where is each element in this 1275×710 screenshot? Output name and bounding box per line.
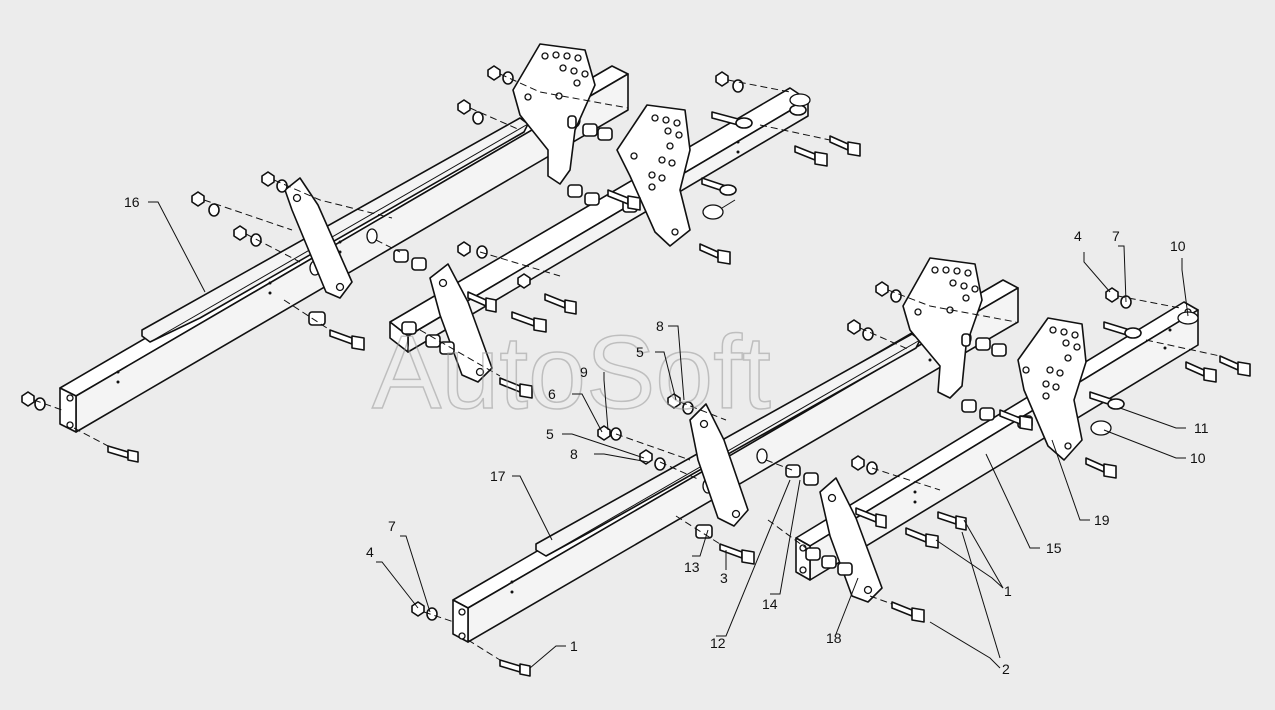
upper-left-hitch-plate <box>512 43 596 185</box>
callout-10-bottom: 10 <box>1190 450 1206 466</box>
callout-13: 13 <box>684 559 700 575</box>
beam-16 <box>59 65 629 433</box>
upper-nuts-washers <box>21 65 744 411</box>
callout-4-left: 4 <box>366 544 374 560</box>
watermark-text: AutoSoft <box>372 315 771 431</box>
callout-5-bottom: 5 <box>546 426 554 442</box>
upper-assembly-lines <box>33 73 831 447</box>
callout-9: 9 <box>580 364 588 380</box>
callout-15: 15 <box>1046 540 1062 556</box>
upper-left-bracket <box>284 177 353 299</box>
callout-14: 14 <box>762 596 778 612</box>
callout-2: 2 <box>1002 661 1010 677</box>
callout-7-left: 7 <box>388 518 396 534</box>
callout-labels: 16 17 15 18 19 14 13 12 3 11 10 10 9 8 8… <box>124 194 1209 677</box>
callout-12: 12 <box>710 635 726 651</box>
hitch-plate-19 <box>1017 317 1087 461</box>
bracket-18 <box>819 477 883 603</box>
callout-19: 19 <box>1094 512 1110 528</box>
beam-15 <box>795 301 1199 581</box>
leader-lines <box>148 201 1189 669</box>
callout-18: 18 <box>826 630 842 646</box>
callout-7-right: 7 <box>1112 228 1120 244</box>
callout-11: 11 <box>1194 420 1209 436</box>
lower-assembly <box>411 257 1251 677</box>
callout-10-top: 10 <box>1170 238 1186 254</box>
callout-1-right: 1 <box>1004 583 1012 599</box>
callout-4-right: 4 <box>1074 228 1082 244</box>
callout-1-bottom: 1 <box>570 638 578 654</box>
callout-8-bottom: 8 <box>570 446 578 462</box>
callout-5-top: 5 <box>636 344 644 360</box>
upper-middle-bracket <box>429 263 493 383</box>
beam-17 <box>452 279 1019 643</box>
lower-left-bracket <box>689 403 749 527</box>
callout-17: 17 <box>490 468 506 484</box>
upper-right-hitch-plate <box>616 104 691 247</box>
lower-assembly-lines <box>423 289 1221 661</box>
lower-left-hitch-plate <box>902 257 983 399</box>
callout-6: 6 <box>548 386 556 402</box>
callout-8-top: 8 <box>656 318 664 334</box>
callout-3: 3 <box>720 570 728 586</box>
callout-16: 16 <box>124 194 140 210</box>
lower-bolts <box>499 311 1251 677</box>
upper-bolts <box>107 93 861 463</box>
upper-assembly <box>21 43 861 463</box>
